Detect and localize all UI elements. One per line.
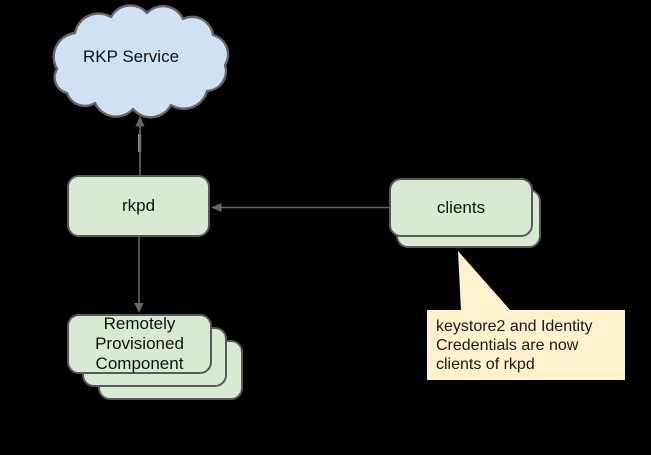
node-label-rpc: Remotely Provisioned Component — [95, 314, 184, 373]
callout-tail — [458, 251, 511, 311]
arrowhead-down-icon — [134, 303, 144, 313]
arrowhead-left-icon — [211, 203, 222, 212]
arrowhead-up-icon — [135, 116, 145, 127]
node-label-rkpd: rkpd — [121, 196, 156, 216]
node-label-rkp-service: RKP Service — [82, 47, 180, 66]
node-rkp-service: RKP Service — [45, 4, 233, 119]
node-rpc: Remotely Provisioned Component — [67, 314, 212, 374]
callout-note: keystore2 and Identity Credentials are n… — [427, 310, 625, 380]
edge-rkpd-to-rpc — [134, 237, 144, 313]
cloud-icon — [52, 4, 230, 119]
edge-rkpd-to-rkp-service — [135, 116, 145, 176]
node-clients: clients — [389, 178, 533, 237]
node-label-clients: clients — [436, 197, 486, 217]
callout-text: keystore2 and Identity Credentials are n… — [436, 318, 593, 373]
edge-clients-to-rkpd — [211, 203, 390, 212]
node-rkpd: rkpd — [67, 175, 210, 237]
